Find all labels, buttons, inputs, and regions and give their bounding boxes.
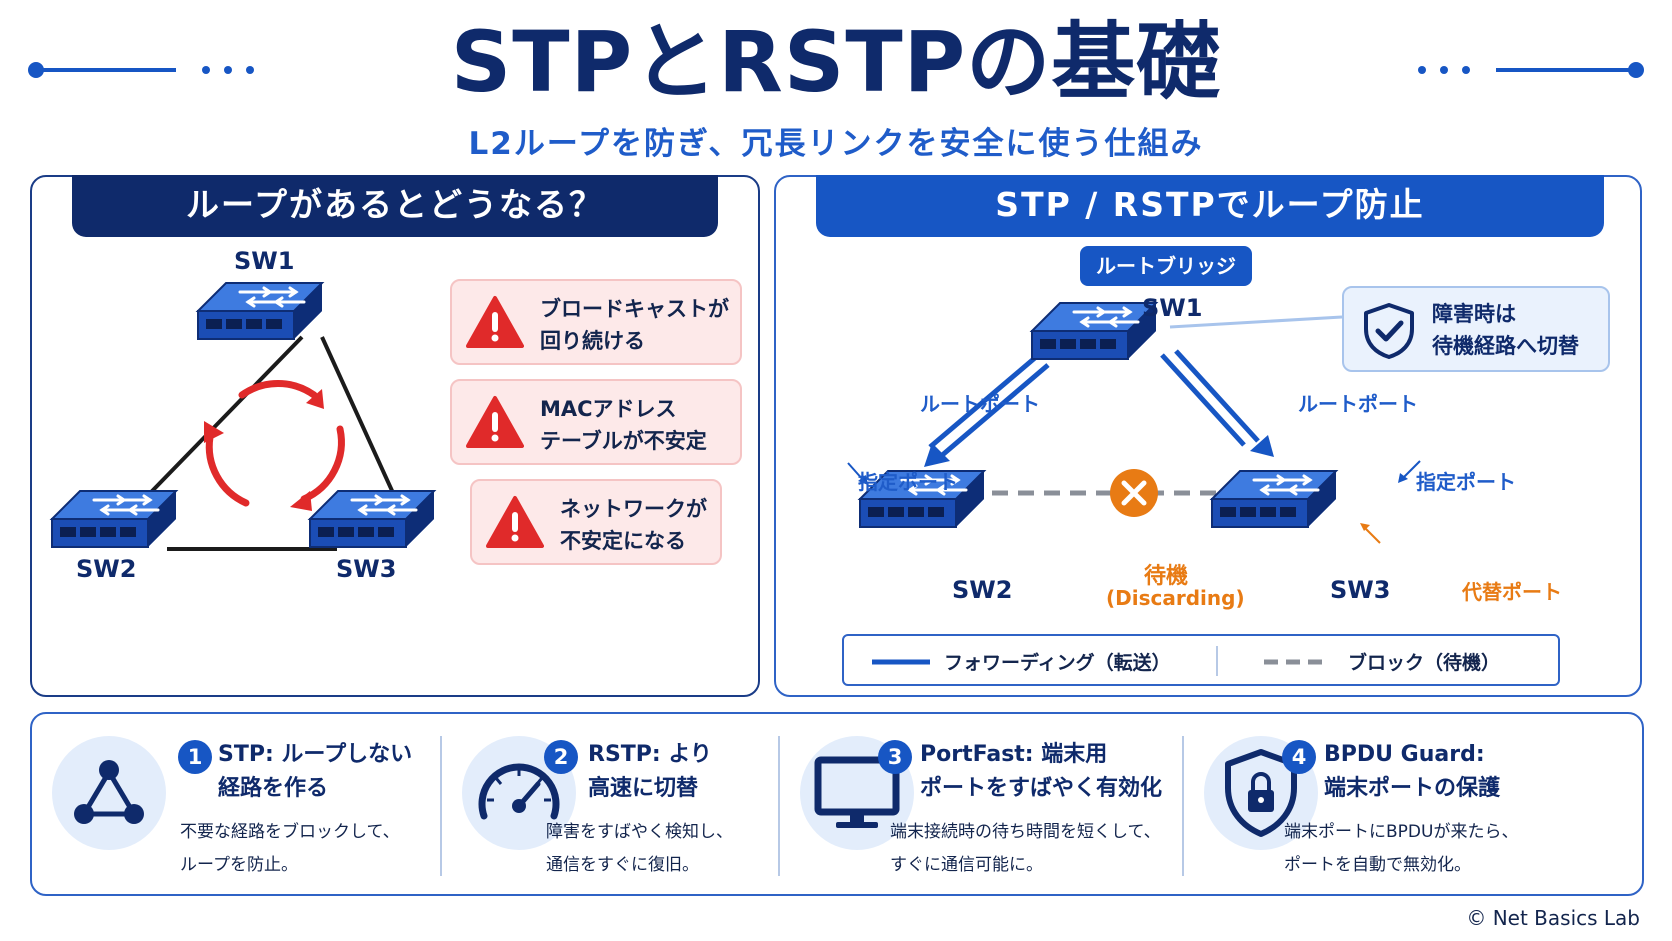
arrow-to-sw3-icon (1250, 435, 1274, 457)
sw3-label: SW3 (1330, 576, 1391, 604)
warning-icon (466, 396, 524, 448)
warning-network-unstable: ネットワークが 不安定になる (470, 479, 722, 565)
feature-description: 端末ポートにBPDUが来たら、 ポートを自動で無効化。 (1284, 822, 1519, 875)
warning-text: ブロードキャストが 回り続ける (540, 297, 729, 353)
switch-sw3-icon (1210, 469, 1338, 529)
copyright: © Net Basics Lab (1466, 906, 1640, 930)
standby-label: 待機 (1144, 564, 1189, 589)
feature-heading: BPDU Guard: 端末ポートの保護 (1324, 742, 1501, 801)
sw2-label: SW2 (952, 576, 1013, 604)
sw1-label: SW1 (234, 247, 295, 275)
arrow-to-sw2-icon (924, 443, 950, 467)
link-sw1-sw3 (320, 336, 406, 518)
loop-problem-panel: ループがあるとどうなる？ SW1 SW2 SW3 ブロードキャストが 回り続ける (30, 175, 760, 697)
feature-description: 障害をすばやく検知し、 通信をすぐに復旧。 (546, 822, 733, 875)
title-decoration-right (1418, 62, 1644, 78)
switch-sw1-icon (196, 281, 324, 341)
loop-topology-diagram (50, 281, 436, 551)
stp-topology-diagram (847, 301, 1421, 544)
feature-heading: STP: ループしない 経路を作る (218, 742, 413, 801)
speedometer-icon (478, 763, 560, 820)
alternate-port-label: 代替ポート (1462, 580, 1562, 604)
loop-problem-header: ループがあるとどうなる？ (72, 175, 718, 237)
stp-prevention-header: STP / RSTPでループ防止 (816, 175, 1604, 237)
feature-description: 不要な経路をブロックして、 ループを防止。 (180, 822, 400, 875)
failover-text: 障害時は 待機経路へ切替 (1432, 302, 1579, 358)
warning-text: ネットワークが 不安定になる (560, 497, 707, 553)
triangle-network-icon (74, 760, 144, 824)
discarding-label: (Discarding) (1106, 586, 1245, 610)
designated-port-left-label: 指定ポート (858, 470, 958, 494)
loop-arrows-icon (205, 379, 345, 507)
feature-heading: PortFast: 端末用 ポートをすばやく有効化 (920, 742, 1163, 801)
switch-sw1-icon (1030, 301, 1158, 361)
features-panel: 1 STP: ループしない 経路を作る 不要な経路をブロックして、 ループを防止… (30, 712, 1644, 896)
legend: フォワーディング（転送） ブロック（待機） (842, 634, 1560, 686)
root-port-left-label: ルートポート (920, 392, 1040, 416)
feature-description: 端末接続時の待ち時間を短くして、 すぐに通信可能に。 (890, 822, 1161, 875)
feature-number: 4 (1282, 740, 1316, 774)
failover-note: 障害時は 待機経路へ切替 (1342, 286, 1610, 372)
warning-text: MACアドレス テーブルが不安定 (540, 397, 707, 453)
sw2-label: SW2 (76, 555, 137, 583)
warning-icon (466, 296, 524, 348)
feature-bpdu-guard: 4 BPDU Guard: 端末ポートの保護 端末ポートにBPDUが来たら、 ポ… (1184, 714, 1644, 898)
root-bridge-badge: ルートブリッジ (1080, 246, 1252, 286)
sw1-label: SW1 (1142, 294, 1203, 322)
feature-stp: 1 STP: ループしない 経路を作る 不要な経路をブロックして、 ループを防止… (32, 714, 442, 898)
legend-dashed-line (1264, 659, 1330, 665)
title-decoration-left (28, 62, 254, 78)
monitor-icon (814, 756, 900, 828)
feature-rstp: 2 RSTP: より 高速に切替 障害をすばやく検知し、 通信をすぐに復旧。 (442, 714, 778, 898)
switch-sw3-icon (308, 489, 436, 549)
shield-check-icon (1364, 303, 1414, 359)
warning-mac-table: MACアドレス テーブルが不安定 (450, 379, 742, 465)
page-title: STPとRSTPの基礎 (450, 13, 1222, 111)
sw3-label: SW3 (336, 555, 397, 583)
designated-port-right-label: 指定ポート (1416, 470, 1516, 494)
feature-number: 1 (178, 740, 212, 774)
page-subtitle: L2ループを防ぎ、冗長リンクを安全に使う仕組み (468, 126, 1204, 162)
feature-heading: RSTP: より 高速に切替 (588, 742, 712, 801)
feature-portfast: 3 PortFast: 端末用 ポートをすばやく有効化 端末接続時の待ち時間を短… (780, 714, 1180, 898)
legend-block: ブロック（待機） (1348, 652, 1501, 674)
shield-lock-icon (1225, 749, 1297, 837)
feature-number: 2 (544, 740, 578, 774)
switch-sw2-icon (50, 489, 178, 549)
warning-icon (486, 496, 544, 548)
feature-number: 3 (878, 740, 912, 774)
legend-forwarding: フォワーディング（転送） (944, 652, 1171, 674)
root-port-right-label: ルートポート (1298, 392, 1418, 416)
warning-broadcast-storm: ブロードキャストが 回り続ける (450, 279, 742, 365)
legend-solid-line (872, 659, 930, 665)
